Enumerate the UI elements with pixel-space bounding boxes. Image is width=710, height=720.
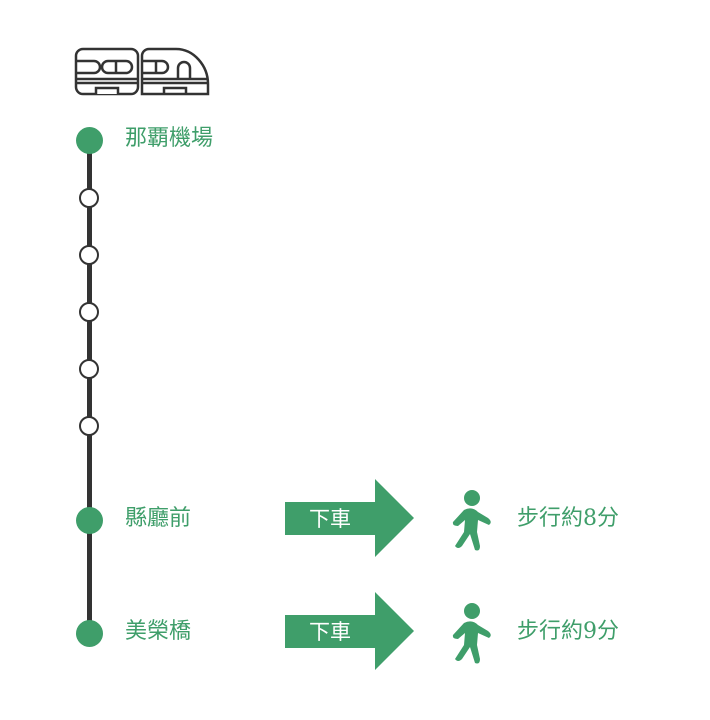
walking-person-icon: [452, 603, 491, 664]
alight-label: 下車: [309, 507, 351, 531]
arrow-icon: [285, 592, 414, 670]
station-dot-minor: [79, 359, 99, 379]
walk-time: 步行約9分: [517, 619, 619, 644]
route-line: [87, 140, 92, 633]
station-label: 美榮橋: [125, 619, 192, 644]
station-dot-minor: [79, 416, 99, 436]
walk-time: 步行約8分: [517, 506, 619, 531]
arrow-icon: [285, 479, 414, 557]
station-dot-minor: [79, 188, 99, 208]
walking-person-icon: [452, 490, 491, 551]
station-dot-minor: [79, 245, 99, 265]
station-dot-major: [76, 507, 103, 534]
station-label: 那覇機場: [125, 126, 214, 151]
station-label: 縣廳前: [125, 506, 192, 531]
station-dot-minor: [79, 302, 99, 322]
train-icon: [74, 47, 210, 96]
station-dot-major: [76, 127, 103, 154]
station-dot-major: [76, 620, 103, 647]
alight-label: 下車: [309, 620, 351, 644]
